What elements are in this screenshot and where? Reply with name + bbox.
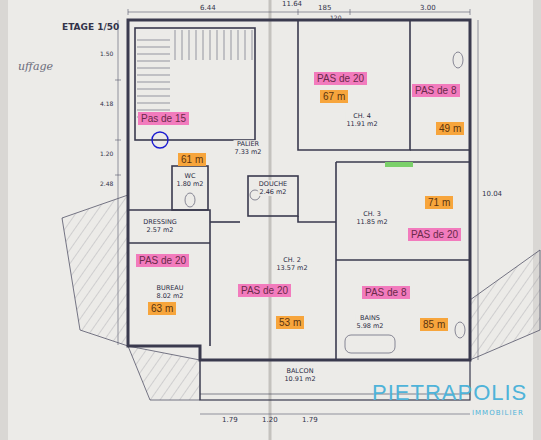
room-label: PALIER7.33 m2 [233, 140, 262, 156]
room-label: DRESSING2.57 m2 [142, 218, 178, 234]
room-label: BUREAU8.02 m2 [155, 284, 184, 300]
measure-note: 61 m [178, 153, 206, 166]
note-text: PAS de 20 [411, 229, 458, 240]
note-text: PAS de 8 [365, 287, 407, 298]
room-label: BAINS5.98 m2 [355, 314, 384, 330]
room: CH. 213.57 m2 PAS de 20 53 m [210, 222, 336, 346]
room-area: 1.80 m2 [175, 180, 204, 188]
dimension: 1.79 [222, 416, 238, 424]
watermark: IMMOBILIER [472, 409, 524, 417]
room: DOUCHE2.46 m2 [248, 176, 298, 216]
note-text: 85 m [423, 319, 445, 330]
room-label: CH. 411.91 m2 [345, 112, 378, 128]
dimension: 120 [330, 14, 341, 21]
room-area: 11.85 m2 [355, 218, 388, 226]
room-name: PALIER [233, 140, 262, 148]
highlight-note: PAS de 8 [362, 286, 410, 299]
room: BUREAU8.02 m2 PAS de 20 63 m [128, 243, 210, 346]
room: CH. 311.85 m2 71 m PAS de 20 [336, 162, 470, 260]
room: BAINS5.98 m2 PAS de 8 85 m [336, 260, 470, 360]
note-text: 53 m [279, 317, 301, 328]
room-label: DOUCHE2.46 m2 [258, 180, 288, 196]
measure-note: 53 m [276, 316, 304, 329]
dimension: 11.64 [282, 0, 302, 8]
room-name: CH. 3 [355, 210, 388, 218]
room: PALIER7.33 m2 [212, 126, 292, 164]
dimension: 1.20 [262, 416, 278, 424]
room-name: DOUCHE [258, 180, 288, 188]
highlight-note: PAS de 8 [412, 84, 460, 97]
note-text: PAS de 20 [317, 73, 364, 84]
handwritten-note: uffage [18, 60, 53, 73]
room-label: BALCON10.91 m2 [283, 367, 316, 383]
measure-note: 71 m [425, 196, 453, 209]
dimension: 3.00 [420, 4, 436, 12]
room-area: 13.57 m2 [275, 264, 308, 272]
room-area: 10.91 m2 [283, 375, 316, 383]
room-name: WC [175, 172, 204, 180]
note-text: 71 m [428, 197, 450, 208]
plan-title: ETAGE 1/50 [62, 22, 119, 32]
room-name: DRESSING [142, 218, 178, 226]
room: WC1.80 m2 [172, 166, 208, 210]
dimension: 1.20 [100, 150, 113, 157]
room-name: BALCON [283, 367, 316, 375]
room-name: CH. 4 [345, 112, 378, 120]
measure-note: 63 m [148, 302, 176, 315]
note-text: PAS de 20 [241, 285, 288, 296]
room-area: 8.02 m2 [155, 292, 184, 300]
dimension: 185 [318, 4, 331, 12]
highlight-note: PAS de 20 [314, 72, 367, 85]
note-text: Pas de 15 [141, 113, 186, 124]
room: DRESSING2.57 m2 [128, 210, 210, 243]
room-name: BUREAU [155, 284, 184, 292]
dimension: 2.48 [100, 180, 113, 187]
room-area: 11.91 m2 [345, 120, 378, 128]
dimension: 6.44 [200, 4, 216, 12]
note-text: 67 m [323, 91, 345, 102]
room-area: 7.33 m2 [233, 148, 262, 156]
dimension: 1.79 [302, 416, 318, 424]
room: CH. 411.91 m2 PAS de 20 67 m [298, 40, 410, 150]
note-text: 61 m [181, 154, 203, 165]
room-name: CH. 2 [275, 256, 308, 264]
room-label: CH. 213.57 m2 [275, 256, 308, 272]
room-name: BAINS [355, 314, 384, 322]
room-area: 5.98 m2 [355, 322, 384, 330]
measure-note: 67 m [320, 90, 348, 103]
note-text: PAS de 20 [139, 255, 186, 266]
room-label: CH. 311.85 m2 [355, 210, 388, 226]
highlight-note: PAS de 20 [408, 228, 461, 241]
measure-note: 85 m [420, 318, 448, 331]
watermark: PIETRAPOLIS [372, 380, 527, 406]
dimension: 4.18 [100, 100, 113, 107]
room-area: 2.46 m2 [258, 188, 288, 196]
measure-note: 49 m [436, 122, 464, 135]
dimension: 1.50 [100, 50, 113, 57]
dimension: 10.04 [482, 190, 502, 198]
highlight-note: PAS de 20 [136, 254, 189, 267]
highlight-note: PAS de 20 [238, 284, 291, 297]
room-label: WC1.80 m2 [175, 172, 204, 188]
highlight-note: Pas de 15 [138, 112, 189, 125]
note-text: 49 m [439, 123, 461, 134]
room-area: 2.57 m2 [142, 226, 178, 234]
note-text: PAS de 8 [415, 85, 457, 96]
note-text: 63 m [151, 303, 173, 314]
